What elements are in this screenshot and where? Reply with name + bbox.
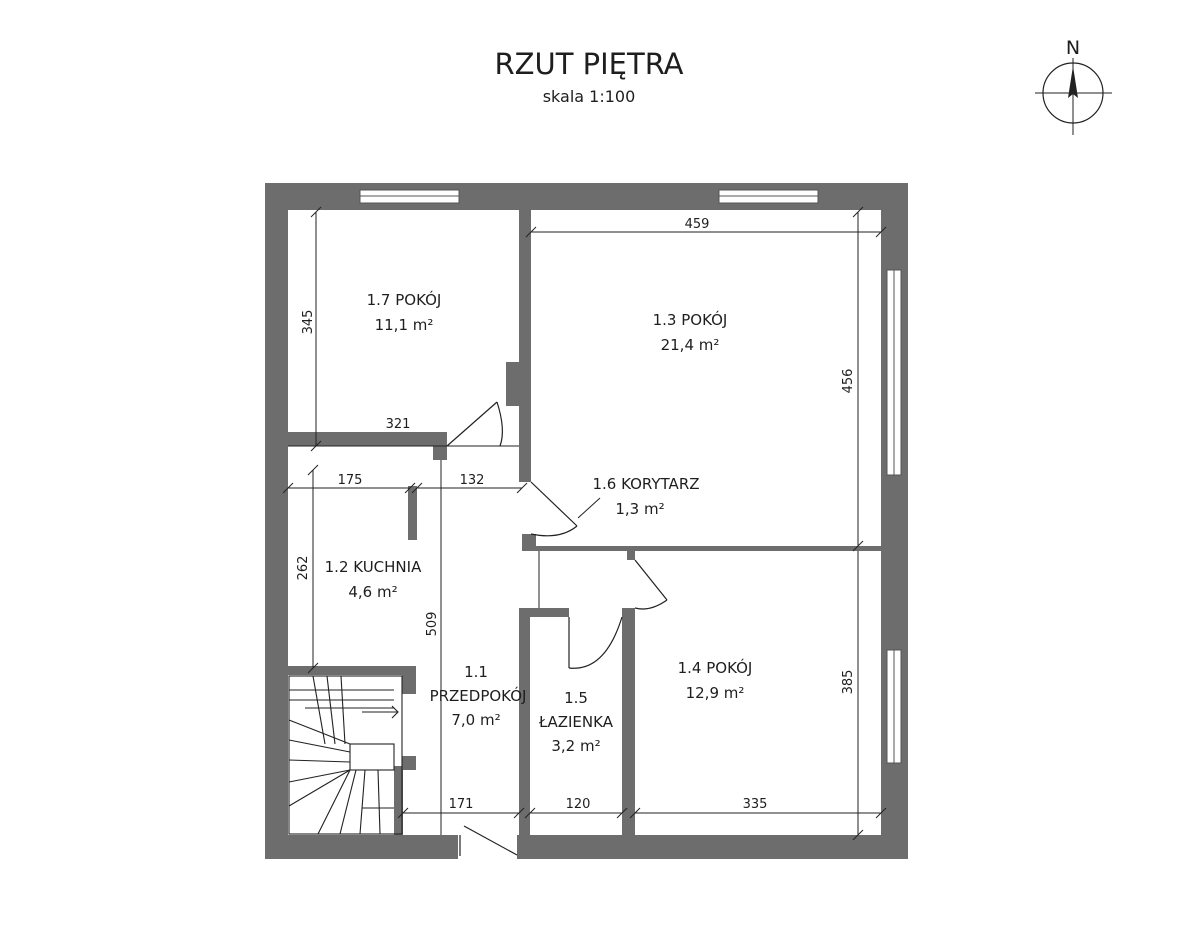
doors bbox=[446, 401, 668, 856]
windows bbox=[359, 189, 902, 764]
room-1-2-name: 1.2 KUCHNIA bbox=[325, 558, 422, 576]
dim-456: 456 bbox=[841, 369, 856, 394]
walls bbox=[265, 183, 908, 859]
room-1-1-name: PRZEDPOKÓJ bbox=[430, 686, 527, 705]
plan-scale: skala 1:100 bbox=[543, 87, 636, 106]
room-1-4-area: 12,9 m² bbox=[686, 684, 745, 702]
dimension-lines bbox=[282, 206, 887, 841]
room-1-4-name: 1.4 POKÓJ bbox=[678, 658, 753, 677]
staircase bbox=[288, 675, 403, 835]
room-1-1-number: 1.1 bbox=[464, 663, 488, 681]
plan-title: RZUT PIĘTRA bbox=[494, 47, 683, 81]
room-1-1-area: 7,0 m² bbox=[451, 711, 500, 729]
room-1-3-name: 1.3 POKÓJ bbox=[653, 310, 728, 329]
dim-459: 459 bbox=[685, 217, 710, 232]
room-1-3-area: 21,4 m² bbox=[661, 336, 720, 354]
room-1-7-area: 11,1 m² bbox=[375, 316, 434, 334]
dim-132: 132 bbox=[460, 473, 485, 488]
dim-175: 175 bbox=[338, 473, 363, 488]
dim-120: 120 bbox=[566, 797, 591, 812]
dim-385: 385 bbox=[841, 670, 856, 695]
room-1-6-area: 1,3 m² bbox=[615, 500, 664, 518]
compass-icon bbox=[1035, 58, 1112, 135]
dim-335: 335 bbox=[743, 797, 768, 812]
dim-262: 262 bbox=[296, 556, 311, 581]
dim-509: 509 bbox=[425, 612, 440, 637]
room-1-2-area: 4,6 m² bbox=[348, 583, 397, 601]
room-1-7-name: 1.7 POKÓJ bbox=[367, 290, 442, 309]
north-label: N bbox=[1066, 37, 1080, 59]
dim-321: 321 bbox=[386, 417, 411, 432]
dim-345: 345 bbox=[301, 310, 316, 335]
dim-171: 171 bbox=[449, 797, 474, 812]
room-1-6-name: 1.6 KORYTARZ bbox=[592, 475, 699, 493]
room-1-5-area: 3,2 m² bbox=[551, 737, 600, 755]
room-1-5-name: ŁAZIENKA bbox=[538, 713, 614, 731]
room-1-5-number: 1.5 bbox=[564, 689, 588, 707]
